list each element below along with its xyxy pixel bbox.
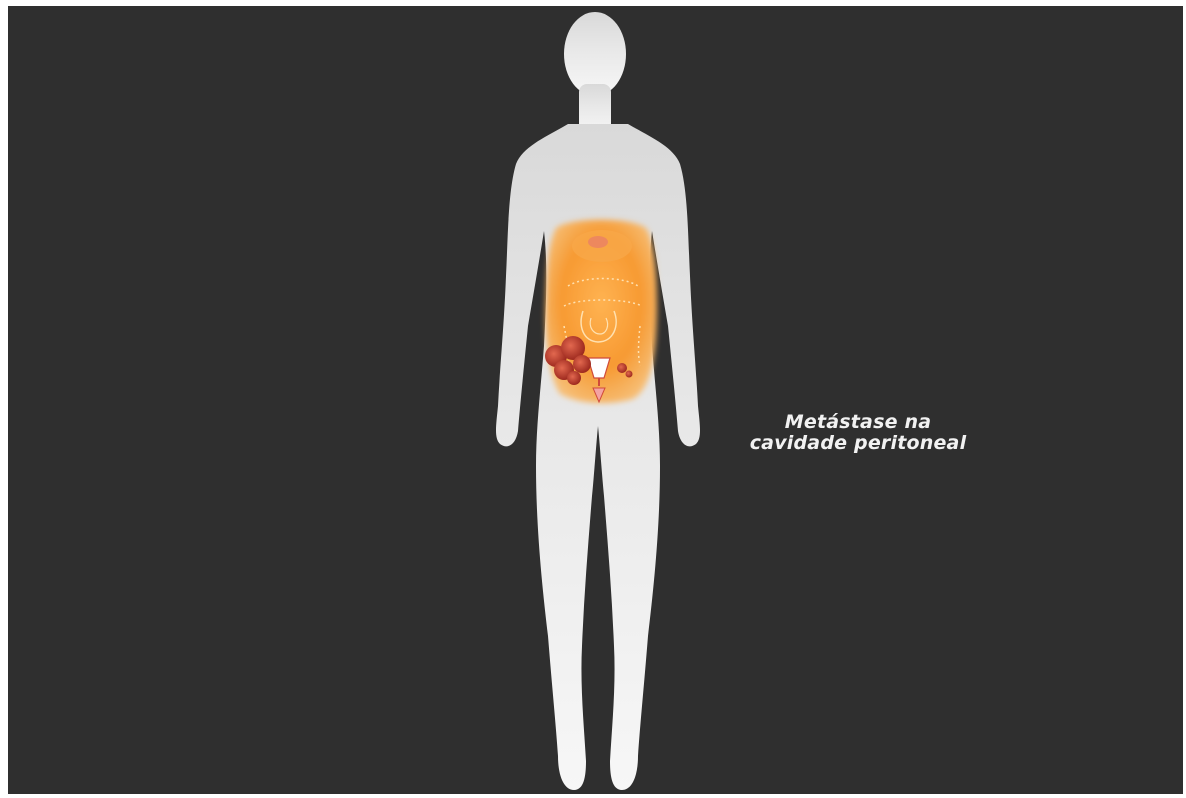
metastasis-caption: Metástase na cavidade peritoneal (708, 412, 1008, 454)
caption-line-2: cavidade peritoneal (708, 433, 1008, 454)
illustration-canvas: Metástase na cavidade peritoneal (8, 6, 1183, 794)
body-illustration (8, 6, 1183, 794)
caption-line-1: Metástase na (708, 412, 1008, 433)
